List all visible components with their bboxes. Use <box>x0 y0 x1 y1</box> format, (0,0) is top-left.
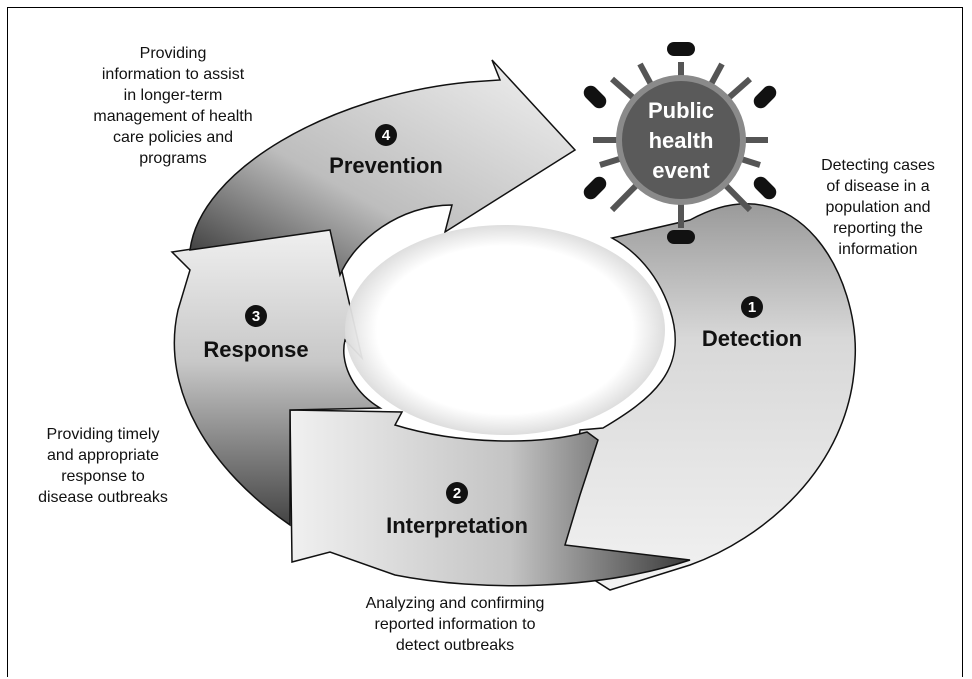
public-health-event: Public health event <box>583 42 777 244</box>
step-detection-label: 1 Detection <box>702 296 802 351</box>
detection-arrow <box>554 203 857 591</box>
event-label-line-1: Public <box>648 98 714 123</box>
step-number: 2 <box>453 485 461 502</box>
event-label-line-3: event <box>652 158 710 183</box>
virus-receptors-icon <box>583 42 777 244</box>
step-prevention-label: 4 Prevention <box>329 124 443 178</box>
step-number-badge <box>446 482 468 504</box>
step-number-badge <box>375 124 397 146</box>
step-number-badge <box>741 296 763 318</box>
event-label-line-2: health <box>649 128 714 153</box>
step-response-label: 3 Response <box>203 305 309 362</box>
step-title: Interpretation <box>386 513 528 538</box>
prevention-description: Providing information to assist in longe… <box>93 45 253 167</box>
step-title: Detection <box>702 326 802 351</box>
figure-border <box>7 7 963 677</box>
step-number: 3 <box>252 308 260 325</box>
interpretation-description: Analyzing and confirming reported inform… <box>365 595 545 654</box>
step-number: 4 <box>382 127 391 144</box>
cycle-center-hole <box>345 225 665 435</box>
step-number: 1 <box>748 299 756 316</box>
detection-description: Detecting cases of disease in a populati… <box>821 157 935 258</box>
step-title: Response <box>203 337 308 362</box>
response-arrow <box>170 227 383 527</box>
step-number-badge <box>245 305 267 327</box>
response-description: Providing timely and appropriate respons… <box>38 426 168 506</box>
prevention-arrow <box>189 59 577 278</box>
step-interpretation-label: 2 Interpretation <box>386 482 528 538</box>
step-title: Prevention <box>329 153 443 178</box>
